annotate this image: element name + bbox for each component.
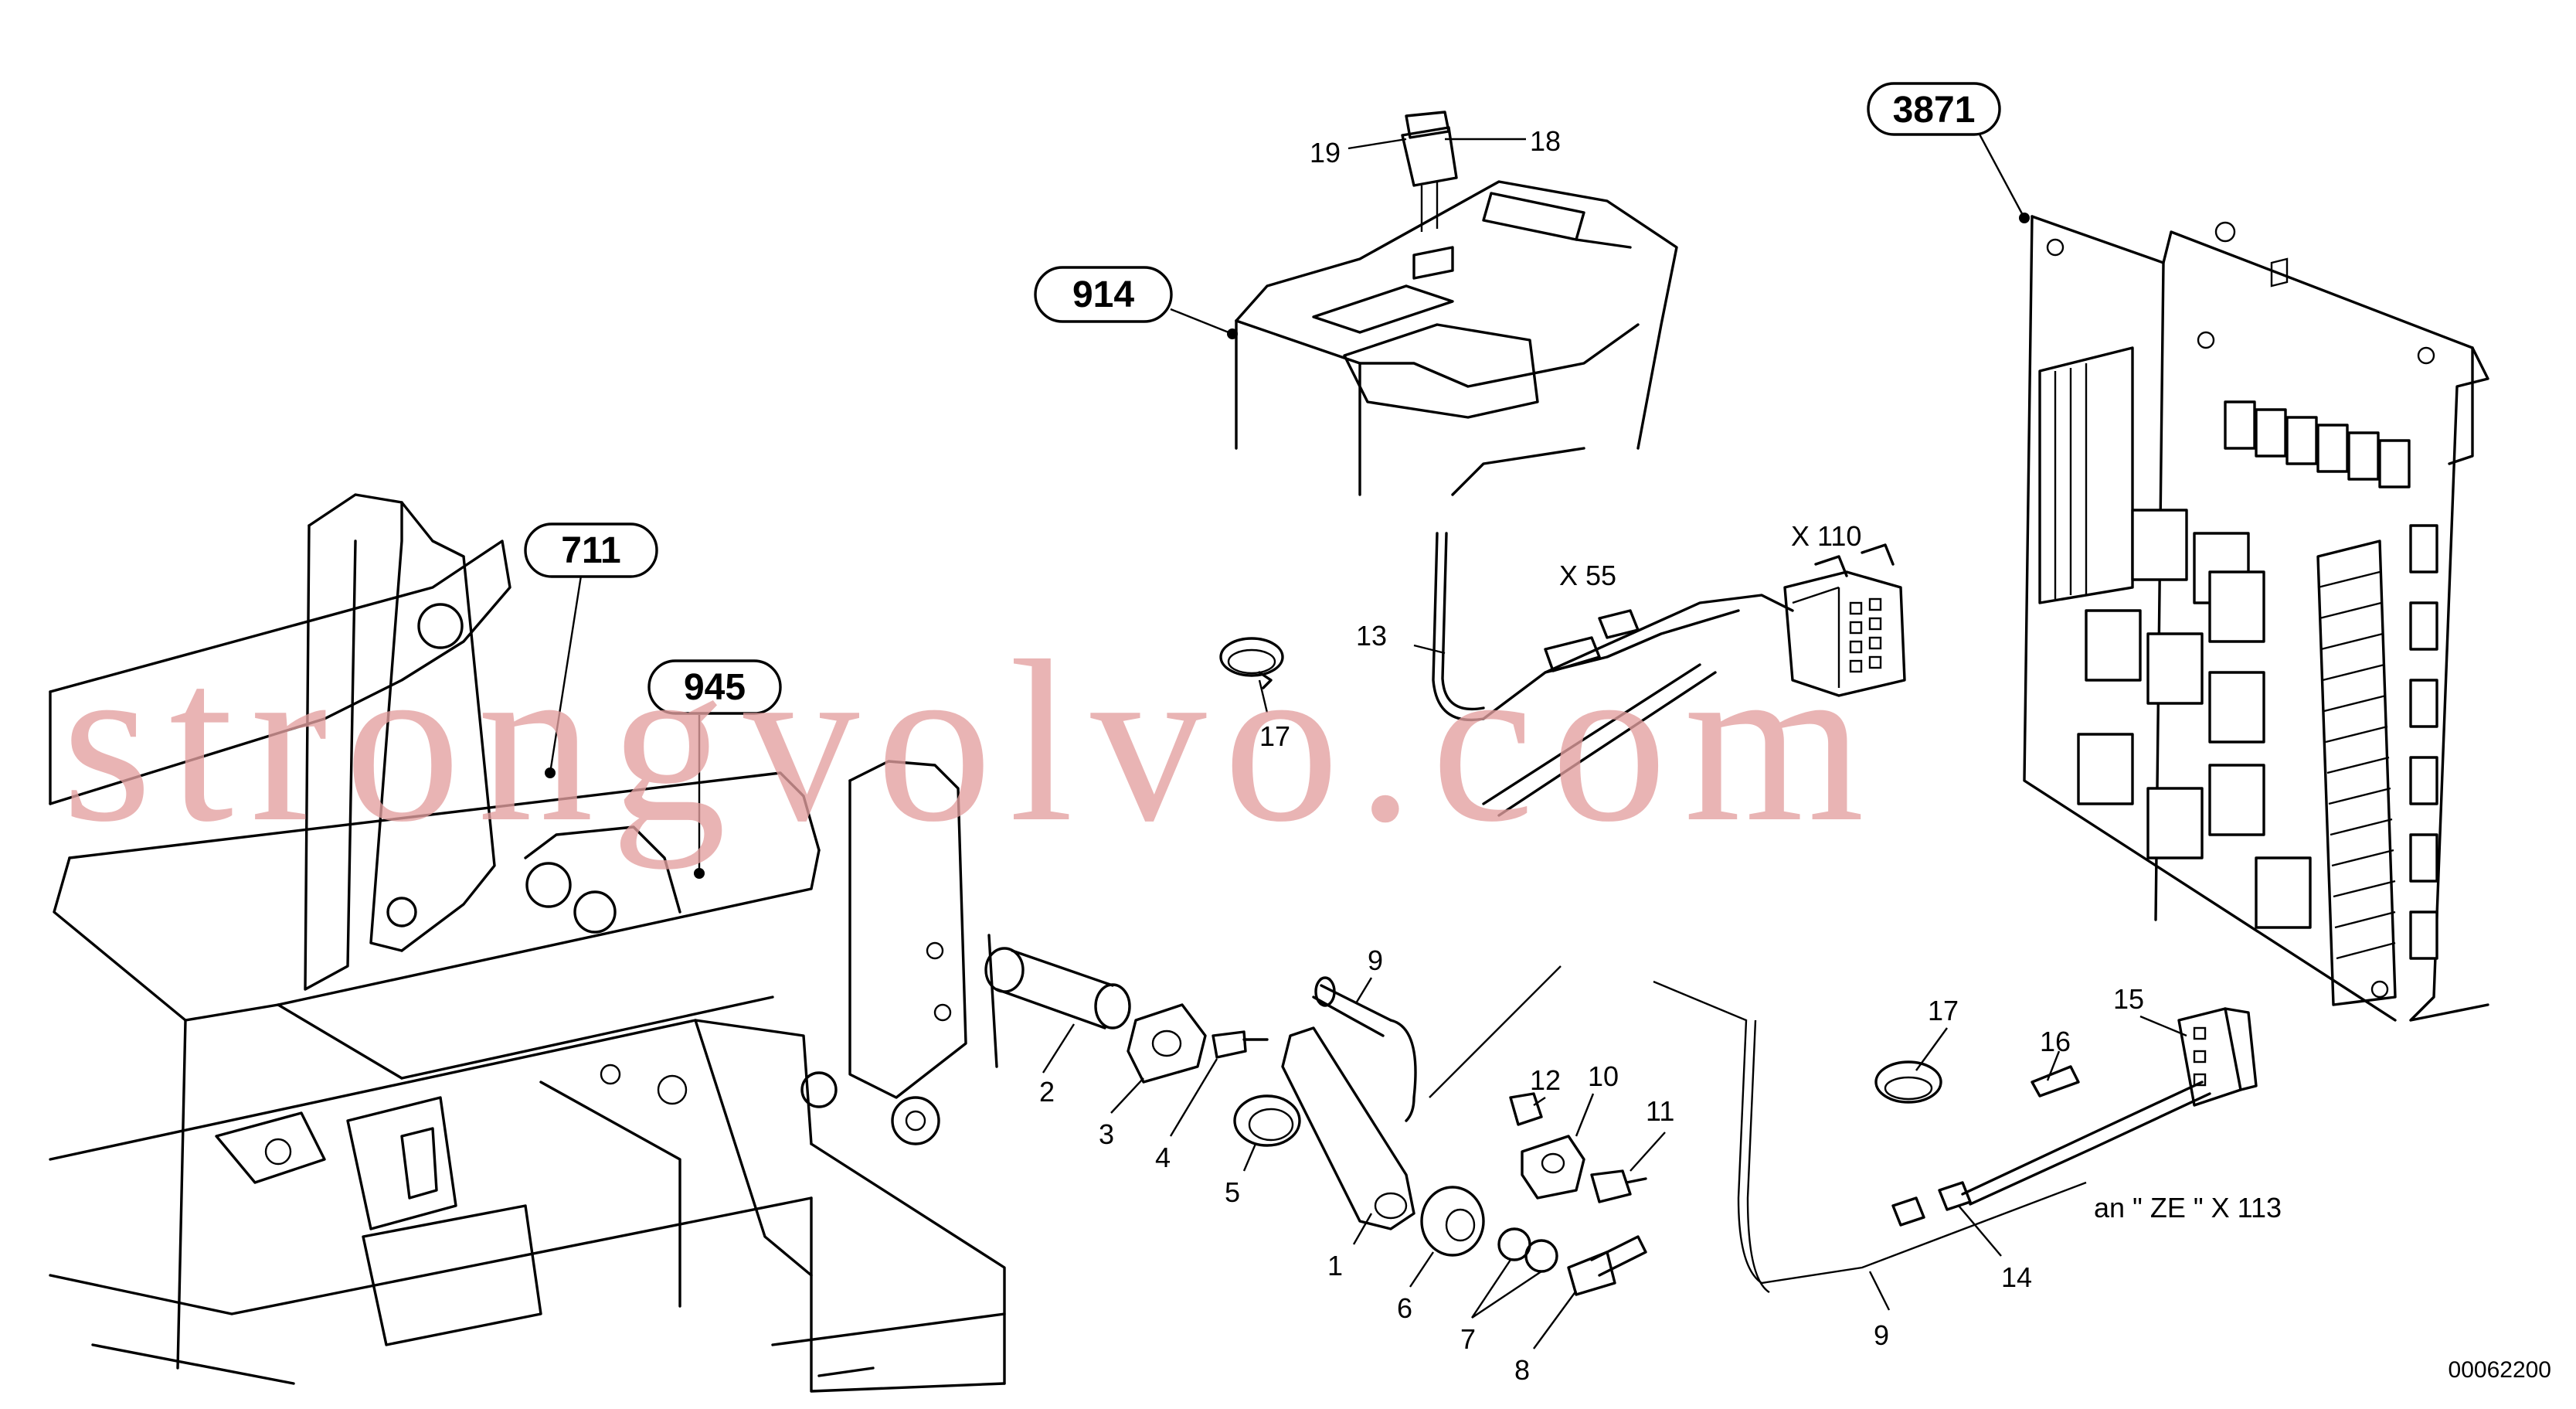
part-label-9-lower: 9 xyxy=(1874,1319,1889,1351)
part-label-4: 4 xyxy=(1155,1142,1171,1173)
exploded-hardware-drawing xyxy=(984,947,2087,1296)
svg-text:3871: 3871 xyxy=(1893,90,1976,131)
electronic-control-unit-drawing xyxy=(2023,215,2489,1022)
connector-labels: X 55 X 110 an " ZE " X 113 xyxy=(1559,520,2282,1224)
part-label-14: 14 xyxy=(2001,1261,2032,1293)
part-labels: 19 18 13 17 2 3 4 5 9 1 6 7 8 12 10 11 9… xyxy=(1039,125,2144,1386)
svg-text:914: 914 xyxy=(1072,274,1134,315)
part-label-19: 19 xyxy=(1310,137,1341,168)
part-label-17-lower: 17 xyxy=(1928,995,1959,1026)
reference-711[interactable]: 711 xyxy=(524,522,658,578)
part-label-10: 10 xyxy=(1588,1060,1619,1092)
part-label-15: 15 xyxy=(2113,983,2144,1015)
part-label-17-upper: 17 xyxy=(1259,720,1290,752)
x110-connector-pins xyxy=(1849,597,1882,673)
connector-label-x55: X 55 xyxy=(1559,560,1616,591)
part-label-3: 3 xyxy=(1099,1118,1114,1150)
connector-label-x113: an " ZE " X 113 xyxy=(2094,1192,2282,1224)
part-label-7: 7 xyxy=(1460,1323,1476,1355)
cab-console-drawing xyxy=(1235,111,1678,496)
connector-label-x110: X 110 xyxy=(1791,520,1861,552)
part-label-18: 18 xyxy=(1530,125,1561,157)
reference-945[interactable]: 945 xyxy=(647,659,782,715)
reference-3871[interactable]: 3871 xyxy=(1867,82,2001,136)
part-label-9-upper: 9 xyxy=(1368,944,1383,976)
part-label-5: 5 xyxy=(1225,1176,1240,1208)
watermark: strongvolvo.com xyxy=(62,613,1881,870)
ecu-relays xyxy=(2224,400,2411,488)
svg-text:711: 711 xyxy=(561,530,620,571)
leader-lines xyxy=(545,131,2187,1349)
part-label-12: 12 xyxy=(1530,1064,1561,1096)
cable-clamp-drawing xyxy=(1219,637,1284,689)
ecu-edge-connectors xyxy=(2409,524,2438,960)
part-label-6: 6 xyxy=(1397,1292,1412,1324)
cable-harness-x110-drawing xyxy=(1432,532,1906,817)
cable-harness-x113-drawing xyxy=(1874,1007,2258,1227)
reference-914[interactable]: 914 xyxy=(1034,266,1173,323)
svg-text:945: 945 xyxy=(684,667,746,708)
part-label-2: 2 xyxy=(1039,1076,1055,1108)
part-label-1: 1 xyxy=(1327,1250,1343,1281)
part-label-16: 16 xyxy=(2040,1026,2071,1057)
ecu-plug-sockets xyxy=(2077,509,2312,929)
part-label-11: 11 xyxy=(1646,1095,1674,1127)
part-label-8: 8 xyxy=(1514,1354,1530,1386)
drawing-code: 00062200 xyxy=(2449,1357,2551,1383)
ecu-fuse-strip xyxy=(2316,539,2397,1006)
part-label-13: 13 xyxy=(1356,620,1387,652)
